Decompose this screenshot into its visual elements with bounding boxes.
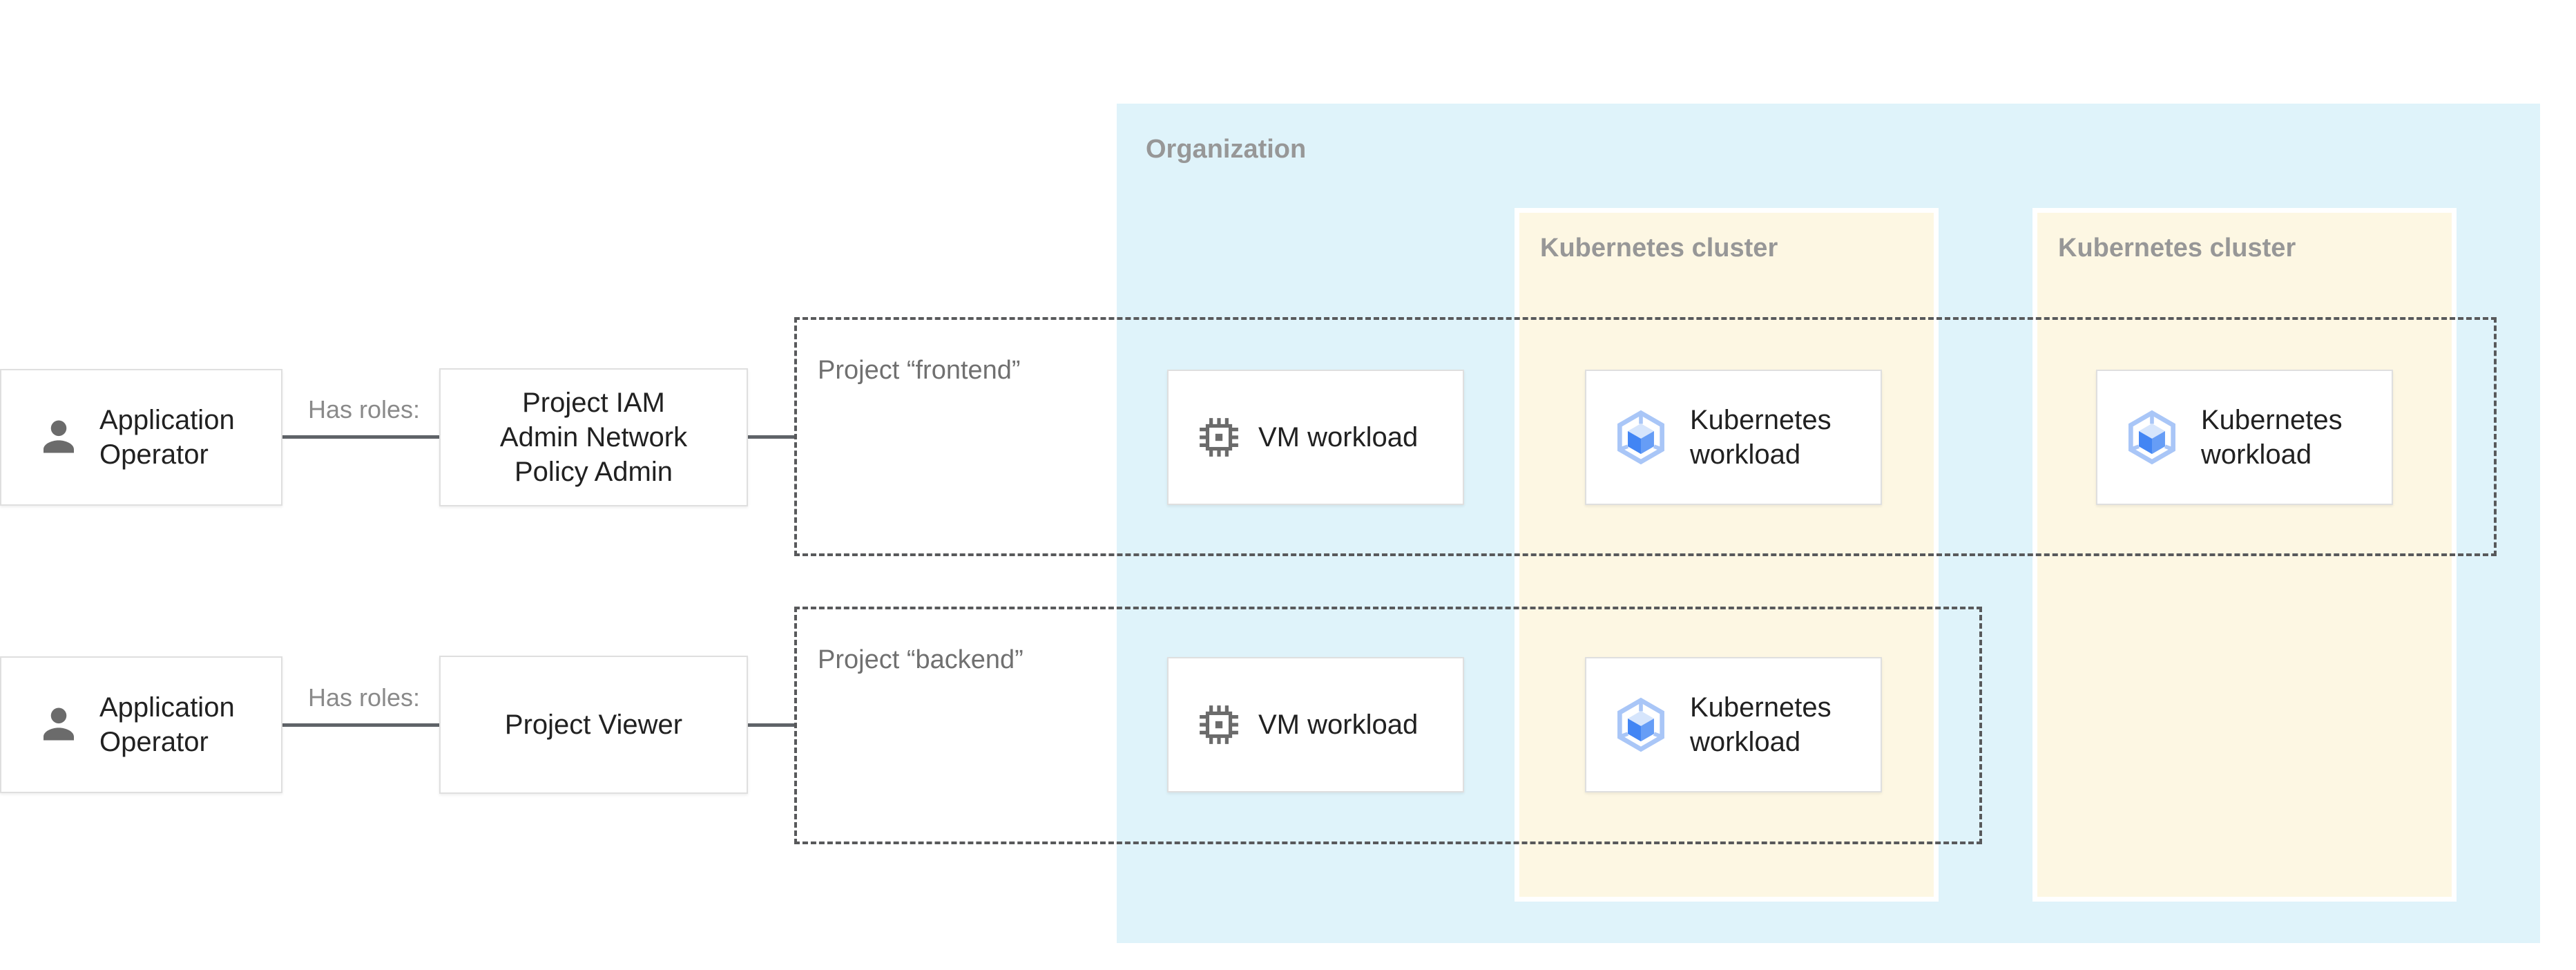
- organization-label: Organization: [1146, 135, 1307, 164]
- actor-1-label-line2: Operator: [99, 439, 209, 470]
- role-2-line1: Project Viewer: [504, 710, 683, 740]
- vm-workload-label: VM workload: [1258, 422, 1419, 453]
- person-icon: [44, 707, 74, 741]
- edge-label-has-roles-2: Has roles:: [307, 683, 421, 712]
- gke-hexagon-cube-icon: [1617, 697, 1664, 752]
- workload-card-vm-frontend: VM workload: [1167, 370, 1464, 505]
- kubernetes-cluster-1-label: Kubernetes cluster: [1540, 234, 1778, 263]
- role-1-line1: Project IAM: [522, 388, 665, 418]
- kubernetes-workload-label-line2: workload: [1690, 439, 1801, 470]
- edge-label-has-roles-1: Has roles:: [307, 395, 421, 424]
- workload-card-kubernetes-frontend-cluster1: Kubernetes workload: [1585, 370, 1882, 505]
- role-card-project-iam-admin-network-policy-admin: Project IAM Admin Network Policy Admin: [439, 368, 748, 506]
- kubernetes-workload-label-line1: Kubernetes: [1690, 405, 1832, 435]
- actor-2-label-line1: Application: [99, 692, 235, 723]
- project-backend-label: Project “backend”: [818, 645, 1023, 674]
- actor-card-application-operator-2: Application Operator: [0, 656, 282, 793]
- role-card-project-viewer: Project Viewer: [439, 656, 748, 794]
- role-1-line2: Admin Network: [499, 422, 688, 453]
- edge-role1-to-project-frontend: [748, 435, 794, 439]
- kubernetes-workload-label-line2: workload: [2201, 439, 2312, 470]
- chip-icon: [1200, 705, 1238, 744]
- vm-workload-label: VM workload: [1258, 710, 1419, 740]
- role-1-line3: Policy Admin: [515, 457, 673, 487]
- project-frontend-boundary: Project “frontend”: [794, 317, 2497, 556]
- person-icon: [44, 420, 74, 453]
- project-backend-boundary: Project “backend”: [794, 607, 1982, 844]
- actor-2-label-line2: Operator: [99, 727, 209, 757]
- actor-1-label-line1: Application: [99, 405, 235, 435]
- kubernetes-workload-label-line1: Kubernetes: [2201, 405, 2343, 435]
- kubernetes-workload-label-line2: workload: [1690, 727, 1801, 757]
- workload-card-kubernetes-frontend-cluster2: Kubernetes workload: [2096, 370, 2393, 505]
- gke-hexagon-cube-icon: [1617, 410, 1664, 465]
- workload-card-kubernetes-backend-cluster1: Kubernetes workload: [1585, 657, 1882, 792]
- project-frontend-label: Project “frontend”: [818, 356, 1021, 385]
- edge-actor1-to-role1: [282, 435, 439, 439]
- edge-actor2-to-role2: [282, 723, 439, 727]
- chip-icon: [1200, 418, 1238, 457]
- gke-hexagon-cube-icon: [2128, 410, 2175, 465]
- actor-card-application-operator-1: Application Operator: [0, 369, 282, 506]
- kubernetes-workload-label-line1: Kubernetes: [1690, 692, 1832, 723]
- edge-role2-to-project-backend: [748, 723, 794, 727]
- kubernetes-cluster-2-label: Kubernetes cluster: [2058, 234, 2296, 263]
- workload-card-vm-backend: VM workload: [1167, 657, 1464, 792]
